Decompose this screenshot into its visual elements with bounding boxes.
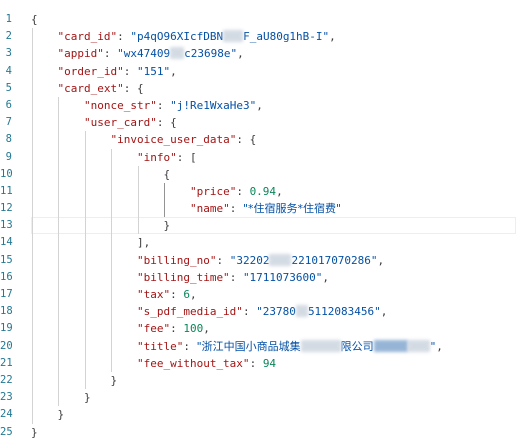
code-line[interactable]: } bbox=[31, 389, 520, 407]
code-line[interactable]: } bbox=[31, 425, 38, 439]
code-line[interactable]: } bbox=[31, 371, 520, 390]
line-number: 12 bbox=[0, 202, 13, 215]
json-key: "price" bbox=[189, 184, 237, 198]
json-key: "billing_time" bbox=[136, 270, 230, 284]
json-string: " bbox=[429, 339, 437, 353]
line-number: 19 bbox=[0, 322, 13, 335]
redaction-mark bbox=[223, 30, 244, 43]
json-key: "info" bbox=[136, 150, 177, 164]
code-line[interactable]: "invoice_user_data": { bbox=[31, 131, 520, 149]
redaction-mark bbox=[295, 305, 308, 318]
json-key: "tax" bbox=[136, 288, 171, 301]
line-number: 1 bbox=[5, 13, 12, 25]
code-line-current[interactable]: } bbox=[31, 217, 516, 235]
json-string: "151" bbox=[136, 64, 171, 78]
line-number: 17 bbox=[0, 288, 13, 300]
redaction-mark bbox=[407, 339, 430, 352]
code-line[interactable]: "nonce_str": "j!Re1WxaHe3", bbox=[31, 96, 520, 115]
json-string: "*住宿服务*住宿费" bbox=[242, 202, 342, 216]
json-string: 221017070286" bbox=[291, 253, 378, 267]
line-number: 9 bbox=[5, 150, 12, 163]
redaction-mark bbox=[300, 339, 341, 352]
line-number: 20 bbox=[0, 339, 13, 352]
code-line[interactable]: "billing_time": "1711073600", bbox=[31, 268, 520, 286]
code-line[interactable]: "user_card": { bbox=[31, 114, 520, 132]
json-string: "wx47409 bbox=[117, 47, 171, 61]
line-number: 24 bbox=[0, 408, 13, 421]
line-number: 8 bbox=[5, 133, 12, 146]
json-string: "浙江中国小商品城集 bbox=[196, 339, 301, 353]
json-key: "fee_without_tax" bbox=[136, 356, 250, 370]
json-number: 6 bbox=[183, 288, 190, 301]
line-number: 22 bbox=[0, 373, 13, 386]
code-line[interactable]: { bbox=[31, 165, 520, 183]
json-string: 限公司 bbox=[340, 339, 374, 353]
json-key: "title" bbox=[136, 339, 184, 353]
json-string: F_aU80g1hB-I" bbox=[243, 30, 330, 44]
line-number: 18 bbox=[0, 305, 13, 318]
line-number: 25 bbox=[0, 425, 13, 438]
json-key: "s_pdf_media_id" bbox=[136, 305, 243, 319]
json-key: "order_id" bbox=[57, 64, 124, 78]
code-line[interactable]: "fee": 100, bbox=[31, 320, 520, 338]
json-string: 5112083456" bbox=[307, 305, 381, 319]
json-string: c23698e" bbox=[184, 47, 238, 61]
line-number: 7 bbox=[5, 116, 12, 129]
redaction-mark bbox=[373, 339, 408, 352]
json-key: "appid" bbox=[57, 47, 104, 61]
line-number: 2 bbox=[5, 30, 12, 43]
json-key: "nonce_str" bbox=[83, 98, 157, 112]
redaction-mark bbox=[170, 47, 185, 60]
code-line[interactable]: "card_ext": { bbox=[31, 79, 520, 97]
json-key: "user_card" bbox=[83, 116, 157, 130]
line-number: 16 bbox=[0, 270, 13, 283]
json-string: "p4qO96XIcfDBN bbox=[130, 30, 224, 44]
code-line[interactable]: "info": [ bbox=[31, 148, 520, 166]
json-key: "name" bbox=[189, 202, 230, 216]
line-number: 5 bbox=[5, 81, 12, 94]
line-number: 3 bbox=[5, 47, 12, 60]
line-number: 15 bbox=[0, 253, 13, 266]
code-line[interactable]: "name": "*住宿服务*住宿费" bbox=[31, 200, 520, 218]
json-string: "j!Re1WxaHe3" bbox=[170, 98, 257, 112]
line-number: 23 bbox=[0, 391, 13, 404]
code-line[interactable]: "price": 0.94, bbox=[31, 182, 520, 201]
line-number: 14 bbox=[0, 236, 13, 249]
code-line[interactable]: ], bbox=[31, 234, 520, 252]
line-number: 10 bbox=[0, 167, 13, 180]
line-number: 11 bbox=[0, 184, 13, 197]
json-string: "32202 bbox=[229, 253, 270, 267]
json-number: 100 bbox=[183, 322, 204, 336]
json-key: "billing_no" bbox=[136, 253, 217, 267]
code-line[interactable]: "fee_without_tax": 94 bbox=[31, 354, 520, 372]
line-number-gutter: 1 2 3 4 5 6 7 8 9 10 11 12 13 14 15 16 1… bbox=[0, 11, 13, 441]
code-line[interactable]: "tax": 6, bbox=[31, 286, 520, 304]
line-number: 6 bbox=[5, 98, 12, 111]
json-key: "fee" bbox=[136, 322, 171, 336]
redaction-mark bbox=[269, 253, 292, 266]
json-key: "card_ext" bbox=[57, 81, 124, 95]
json-key: "invoice_user_data" bbox=[110, 133, 237, 147]
line-number: 21 bbox=[0, 356, 13, 369]
line-number: 4 bbox=[5, 64, 12, 77]
json-number: 0.94 bbox=[249, 184, 277, 198]
json-string: "23780 bbox=[256, 305, 296, 319]
json-number: 94 bbox=[262, 356, 277, 370]
line-number: 13 bbox=[0, 219, 13, 232]
code-line[interactable]: "order_id": "151", bbox=[31, 62, 520, 80]
code-line[interactable]: "title": "浙江中国小商品城集限公司", bbox=[31, 337, 520, 355]
code-line[interactable]: { bbox=[31, 13, 38, 26]
code-line[interactable]: } bbox=[31, 406, 520, 424]
json-string: "1711073600" bbox=[242, 270, 323, 284]
json-key: "card_id" bbox=[57, 30, 118, 44]
